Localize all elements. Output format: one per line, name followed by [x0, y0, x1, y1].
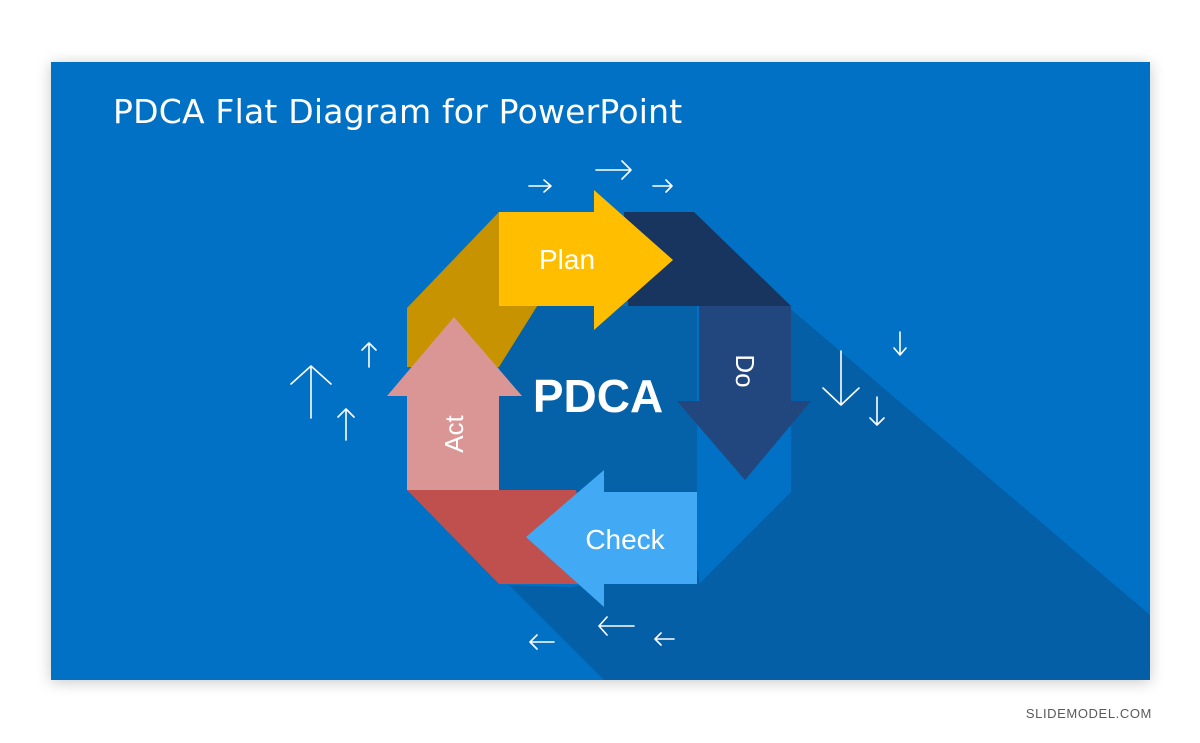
do-arrow	[677, 306, 811, 480]
slide: PDCA Flat Diagram for PowerPoint Plan Do…	[51, 62, 1150, 680]
act-label: Act	[439, 414, 469, 452]
center-square	[499, 306, 697, 492]
act-arrow	[387, 317, 522, 490]
credit-text: SLIDEMODEL.COM	[1025, 706, 1152, 721]
plan-arrow	[499, 190, 673, 330]
check-fold	[697, 426, 791, 584]
left-arrows-icon	[529, 616, 675, 650]
slide-title: PDCA Flat Diagram for PowerPoint	[113, 92, 683, 131]
do-fold	[624, 212, 791, 306]
plan-label: Plan	[539, 244, 595, 275]
do-label: Do	[730, 354, 760, 387]
center-label: PDCA	[533, 370, 663, 422]
up-arrows-icon	[290, 342, 377, 441]
right-arrows-icon	[528, 160, 673, 193]
pdca-diagram: Plan Do Check Act PDCA	[290, 160, 1150, 680]
down-arrows-icon	[822, 331, 907, 426]
check-arrow	[526, 470, 697, 607]
act-fold	[407, 490, 596, 584]
check-label: Check	[585, 524, 665, 555]
